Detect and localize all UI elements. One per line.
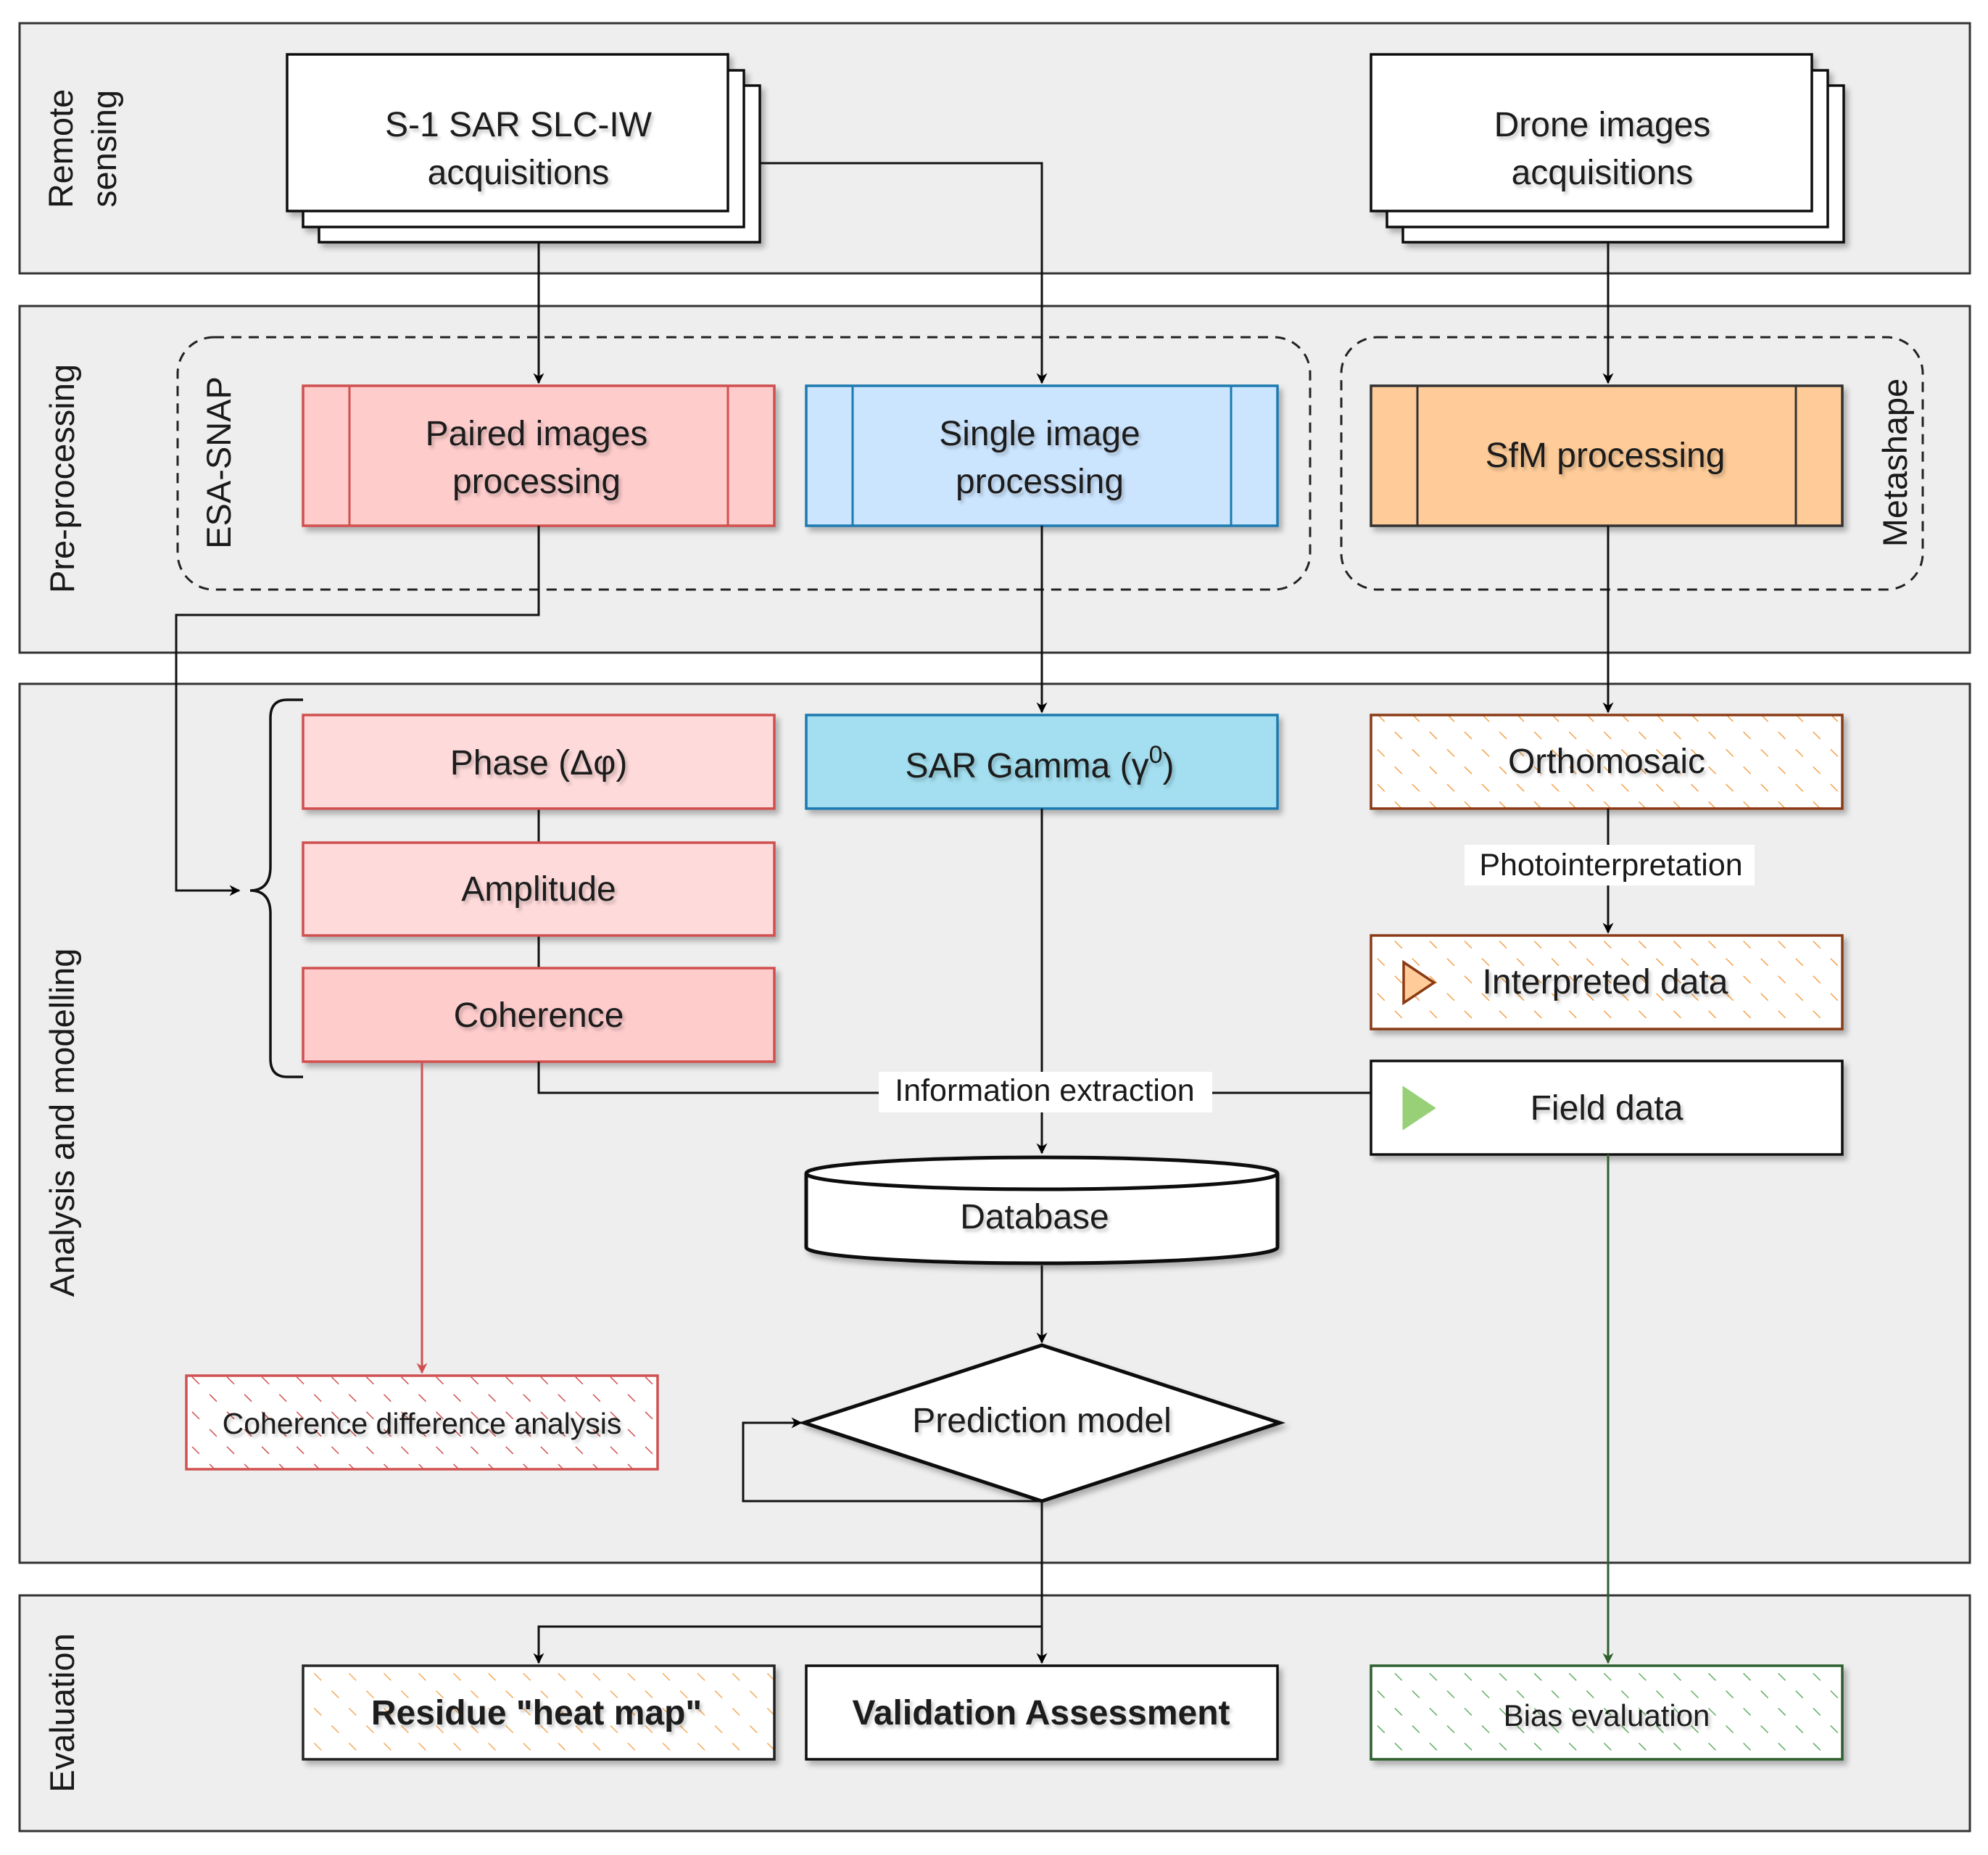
edge-prediction-loop: [742, 1417, 1042, 1503]
edge-paired-to-brace: [175, 526, 540, 896]
edge-s1-to-single: [760, 162, 1048, 384]
node-s1-acquisitions: [286, 53, 761, 244]
play-green-icon: [1402, 1086, 1436, 1131]
play-orange-icon: [1402, 959, 1437, 1006]
sar-gamma-sup: 0: [1149, 741, 1163, 769]
node-coherence-difference-label: Coherence difference analysis: [223, 1407, 622, 1440]
node-interpreted-label: Interpreted data: [1483, 963, 1728, 1001]
sar-gamma-suffix: ): [1162, 747, 1174, 785]
node-residue-heat-map: [302, 1664, 776, 1761]
node-validation-label: Validation Assessment: [852, 1694, 1230, 1732]
node-sfm-processing: [1370, 384, 1844, 527]
node-paired-label-2: processing: [452, 463, 621, 501]
group-esa-snap: [176, 336, 1312, 591]
node-residue-label: Residue "heat map": [371, 1694, 702, 1732]
node-field-label: Field data: [1531, 1089, 1683, 1128]
node-drone-label-1: Drone images: [1494, 106, 1711, 144]
node-sfm-label: SfM processing: [1486, 437, 1726, 475]
node-coherence: [302, 967, 776, 1063]
group-label-metashape: Metashape: [1876, 379, 1914, 548]
node-phase: [302, 714, 776, 810]
node-amplitude-label: Amplitude: [461, 870, 616, 909]
node-single-label-1: Single image: [939, 415, 1140, 453]
edge-label-information-extraction: Information extraction: [895, 1073, 1194, 1108]
node-paired-processing: [302, 384, 776, 527]
node-s1-label-2: acquisitions: [428, 154, 610, 192]
lane-label-evaluation: Evaluation: [43, 1633, 81, 1793]
node-orthomosaic: [1370, 714, 1844, 810]
node-orthomosaic-label: Orthomosaic: [1508, 743, 1705, 781]
node-drone-acquisitions: [1370, 53, 1845, 244]
node-s1-label-1: S-1 SAR SLC-IW: [385, 106, 653, 144]
lane-label-remote-sensing-1: Remote: [41, 89, 80, 209]
node-phase-label: Phase (Δφ): [450, 744, 628, 782]
node-single-label-2: processing: [956, 463, 1124, 501]
node-coherence-label: Coherence: [454, 996, 624, 1035]
node-sar-gamma: [805, 714, 1279, 810]
sar-gamma-prefix: SAR Gamma (γ: [906, 747, 1149, 785]
group-label-esa-snap: ESA-SNAP: [199, 376, 238, 549]
node-single-processing: [805, 384, 1279, 527]
edge-label-bg-information-extraction: [879, 1072, 1212, 1112]
node-bias-evaluation: [1370, 1664, 1844, 1761]
node-bias-label: Bias evaluation: [1504, 1698, 1710, 1732]
node-interpreted-data: [1370, 934, 1844, 1030]
node-database-label: Database: [960, 1198, 1109, 1236]
node-prediction-label: Prediction model: [912, 1402, 1172, 1440]
edge-prediction-to-residue: [533, 1625, 1042, 1664]
lane-label-preprocessing: Pre-processing: [43, 364, 81, 593]
lane-label-remote-sensing-2: sensing: [85, 90, 123, 207]
edge-label-photointerpretation: Photointerpretation: [1479, 848, 1742, 883]
node-paired-label-1: Paired images: [426, 415, 648, 453]
node-coherence-difference: [185, 1374, 659, 1471]
edge-label-bg-photointerpretation: [1465, 845, 1755, 885]
brace: [249, 698, 303, 1078]
node-validation-assessment: [805, 1664, 1279, 1761]
node-sar-gamma-label: SAR Gamma (γ0): [906, 741, 1175, 785]
lane-label-analysis: Analysis and modelling: [43, 949, 81, 1297]
node-amplitude: [302, 841, 776, 937]
node-drone-label-2: acquisitions: [1512, 154, 1694, 192]
node-database: [804, 1155, 1280, 1265]
node-field-data: [1370, 1059, 1844, 1156]
